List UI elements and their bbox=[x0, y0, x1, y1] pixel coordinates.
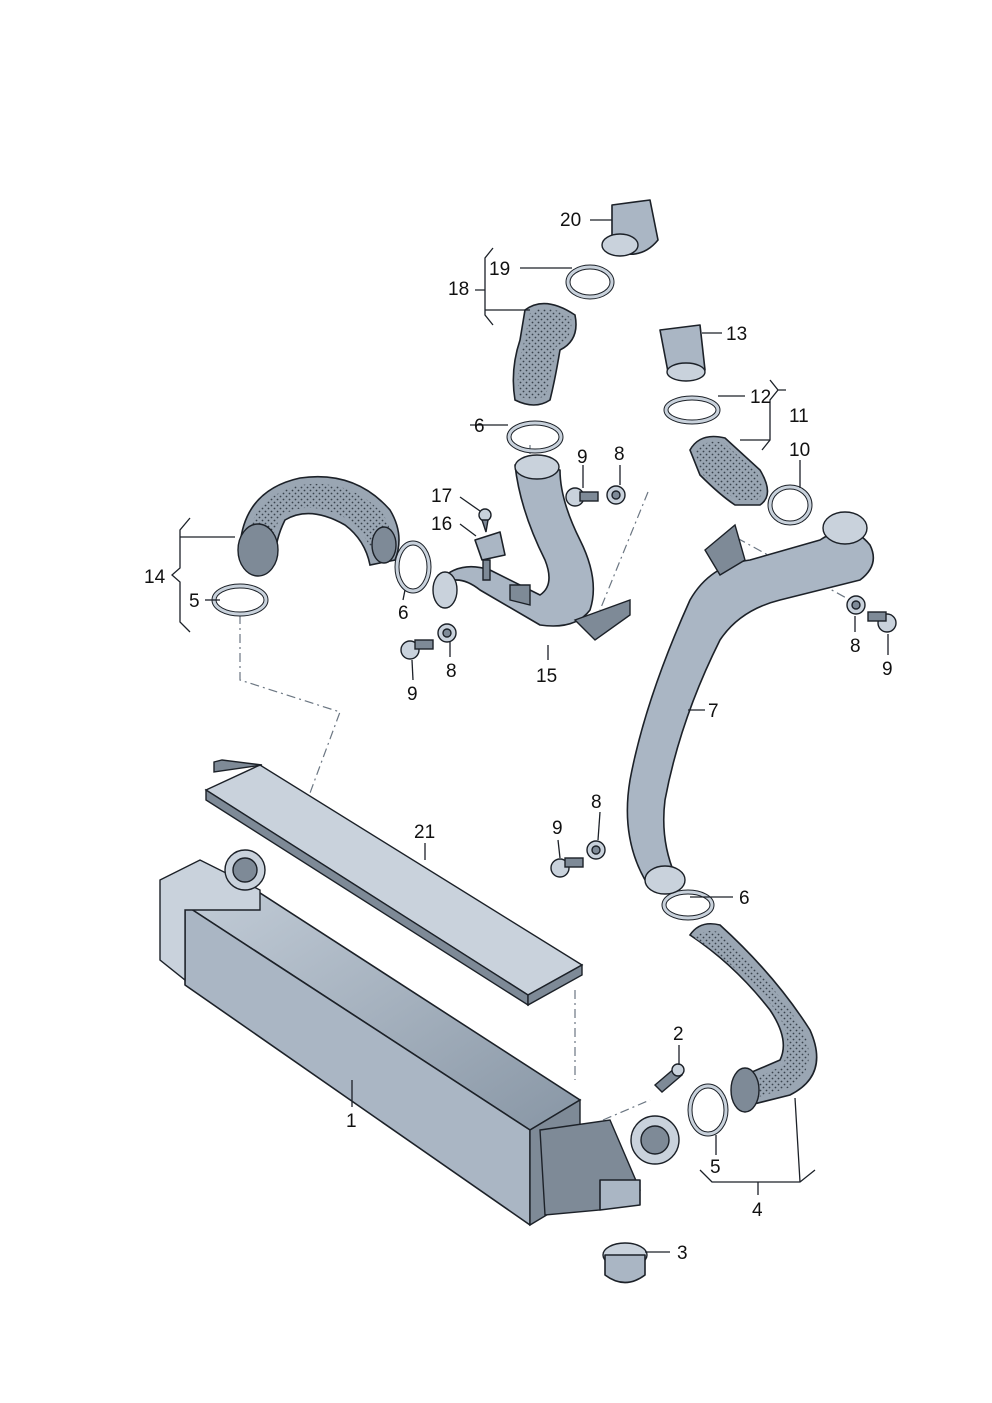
hose-18 bbox=[512, 302, 577, 406]
callout-14: 14 bbox=[144, 567, 166, 588]
callout-2: 2 bbox=[673, 1024, 684, 1045]
callout-19: 19 bbox=[489, 259, 510, 280]
callout-1: 1 bbox=[346, 1111, 357, 1132]
callout-16: 16 bbox=[431, 514, 452, 535]
callout-20: 20 bbox=[560, 210, 581, 231]
clamp-12 bbox=[663, 395, 721, 425]
callout-8-a: 8 bbox=[614, 444, 625, 465]
callout-18: 18 bbox=[448, 279, 469, 300]
clamp-5-lower bbox=[687, 1083, 729, 1137]
callout-9-c: 9 bbox=[882, 659, 893, 680]
hose-14 bbox=[237, 475, 400, 577]
sensor-16 bbox=[474, 531, 506, 581]
charge-air-pipe-15 bbox=[432, 454, 631, 641]
callout-11: 11 bbox=[789, 406, 809, 427]
hose-4 bbox=[688, 922, 818, 1113]
nut-8-a bbox=[606, 485, 626, 505]
callout-6-lower: 6 bbox=[739, 888, 750, 909]
callout-21: 21 bbox=[414, 822, 435, 843]
clamp-10 bbox=[767, 484, 813, 526]
callout-6-mid: 6 bbox=[398, 603, 409, 624]
drain-plug-3 bbox=[602, 1242, 648, 1284]
clamp-6-top bbox=[506, 420, 564, 454]
callout-17: 17 bbox=[431, 486, 452, 507]
callout-12: 12 bbox=[750, 387, 771, 408]
callout-15: 15 bbox=[536, 666, 557, 687]
callout-6-top: 6 bbox=[474, 416, 485, 437]
bolt-9-a bbox=[565, 487, 599, 507]
callout-5-lower: 5 bbox=[710, 1157, 721, 1178]
bolt-9-b bbox=[400, 639, 434, 660]
bolt-9-c bbox=[867, 611, 897, 633]
clamp-19 bbox=[565, 264, 615, 300]
callout-9-b: 9 bbox=[407, 684, 418, 705]
callout-3: 3 bbox=[677, 1243, 688, 1264]
callout-9-d: 9 bbox=[552, 818, 563, 839]
nut-8-d bbox=[586, 840, 606, 860]
callout-13: 13 bbox=[726, 324, 747, 345]
callout-9-a: 9 bbox=[577, 447, 588, 468]
pipe-13 bbox=[659, 324, 706, 382]
callout-8-c: 8 bbox=[850, 636, 861, 657]
hose-11 bbox=[689, 435, 769, 506]
screw-2 bbox=[653, 1063, 685, 1093]
nut-8-b bbox=[437, 623, 457, 643]
clamp-6-mid bbox=[394, 540, 432, 594]
clamp-5-left bbox=[211, 583, 269, 617]
callout-4: 4 bbox=[752, 1200, 763, 1221]
charge-air-pipe-7 bbox=[626, 511, 875, 895]
callout-8-b: 8 bbox=[446, 661, 457, 682]
callout-7: 7 bbox=[708, 701, 719, 722]
bolt-9-d bbox=[550, 857, 584, 878]
callout-8-d: 8 bbox=[591, 792, 602, 813]
screw-17 bbox=[478, 508, 492, 533]
air-deflector-21 bbox=[204, 759, 584, 1007]
callout-5-left: 5 bbox=[189, 591, 200, 612]
pipe-20 bbox=[601, 199, 659, 257]
clamp-6-lower bbox=[661, 889, 715, 921]
leader-lines bbox=[171, 219, 889, 1253]
callout-10: 10 bbox=[789, 440, 810, 461]
callout-labels: 1 2 3 4 5 5 6 6 6 7 8 8 8 8 9 9 9 9 10 1… bbox=[144, 210, 893, 1264]
nut-8-c bbox=[846, 595, 866, 615]
intercooler-1 bbox=[159, 849, 680, 1227]
